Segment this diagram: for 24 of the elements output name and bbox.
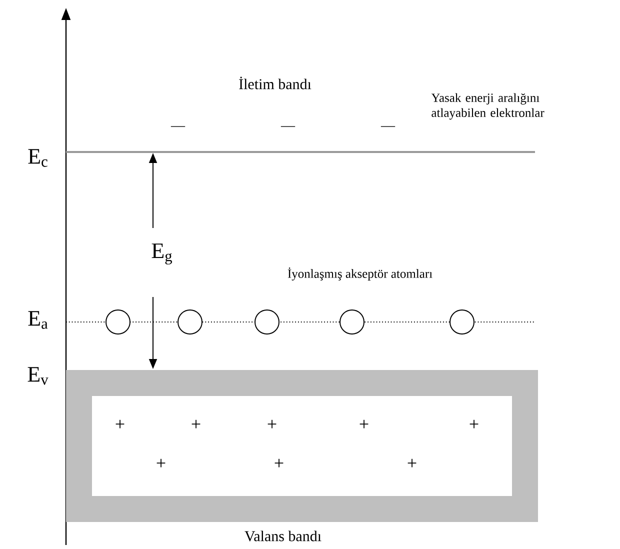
note-text: Yasak enerji aralığını atlayabilen elektronlar bbox=[431, 93, 544, 120]
level-label: E$_{c}$ bbox=[28, 149, 48, 167]
note-text: İyonlaşmış akseptör atomları bbox=[288, 268, 432, 280]
plus-sign: + bbox=[274, 458, 284, 468]
plus-sign: + bbox=[360, 420, 368, 428]
plus-sign: + bbox=[408, 458, 416, 468]
level-label: E$_{g}$ bbox=[152, 244, 172, 264]
acceptor-circle bbox=[106, 310, 130, 334]
level-label: E$_{a}$ bbox=[28, 311, 48, 329]
node-label: Valans bandı bbox=[244, 530, 322, 542]
plus-sign: + bbox=[116, 420, 124, 428]
acceptor-circle bbox=[340, 310, 364, 334]
electron-dash: — bbox=[380, 126, 396, 127]
acceptor-circle bbox=[178, 310, 202, 334]
plus-sign: + bbox=[470, 420, 478, 428]
electron-dash: — bbox=[280, 126, 296, 127]
acceptor-circle bbox=[254, 310, 280, 334]
band-label: İletim bandı bbox=[239, 76, 312, 90]
plus-sign: + bbox=[192, 420, 200, 428]
acceptor-circle bbox=[450, 310, 474, 334]
plus-sign: + bbox=[268, 420, 276, 428]
electron-dash: — bbox=[170, 126, 186, 127]
level-label: E$_{v}$ bbox=[28, 367, 48, 385]
plus-sign: + bbox=[156, 458, 166, 468]
